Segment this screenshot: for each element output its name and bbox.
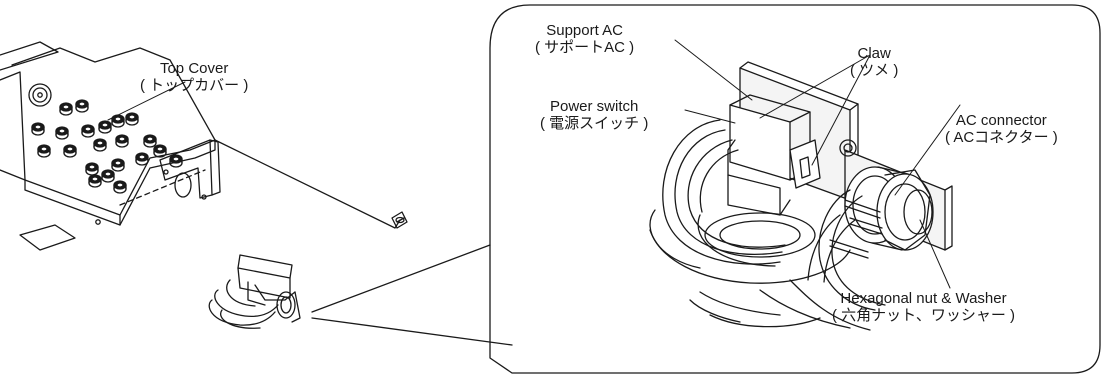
knob bbox=[75, 99, 89, 113]
knob bbox=[125, 112, 139, 126]
knob bbox=[37, 144, 51, 158]
detail-assembly bbox=[649, 61, 953, 331]
ac-connector-label: AC connector ( ACコネクター ) bbox=[945, 112, 1058, 146]
claw-label-en: Claw bbox=[857, 45, 891, 62]
detail-frame bbox=[489, 4, 1101, 374]
knob bbox=[153, 144, 167, 158]
knob bbox=[101, 169, 115, 183]
top-cover-label: Top Cover ( トップカバー ) bbox=[140, 60, 248, 94]
support-ac-label: Support AC ( サポートAC ) bbox=[535, 22, 634, 56]
support-ac-label-en: Support AC bbox=[546, 22, 623, 39]
knob bbox=[88, 174, 102, 188]
knob bbox=[98, 120, 112, 134]
knob bbox=[143, 134, 157, 148]
top-cover-label-jp: ( トップカバー ) bbox=[140, 77, 249, 94]
ac-connector-label-en: AC connector bbox=[955, 112, 1047, 129]
knob bbox=[169, 154, 183, 168]
claw-label: Claw ( ツメ ) bbox=[850, 45, 898, 79]
top-cover-panel bbox=[0, 41, 221, 251]
hex-nut-label: Hexagonal nut & Washer ( 六角ナット、ワッシャー ) bbox=[832, 290, 1015, 324]
knob bbox=[31, 122, 45, 136]
hex-nut-label-en: Hexagonal nut & Washer bbox=[840, 290, 1007, 307]
hex-nut-label-jp: ( 六角ナット、ワッシャー ) bbox=[832, 307, 1016, 324]
knob bbox=[81, 124, 95, 138]
panel-knobs bbox=[31, 99, 183, 194]
power-switch-label-jp: ( 電源スイッチ ) bbox=[540, 115, 649, 132]
small-ac-assembly bbox=[208, 254, 301, 329]
knob bbox=[111, 158, 125, 172]
knob bbox=[85, 162, 99, 176]
knob bbox=[93, 138, 107, 152]
claw-label-jp: ( ツメ ) bbox=[850, 62, 899, 79]
leader-lines bbox=[107, 39, 961, 289]
knob bbox=[55, 126, 69, 140]
top-cover-label-en: Top Cover bbox=[159, 60, 229, 77]
knob bbox=[113, 180, 127, 194]
power-switch-label: Power switch ( 電源スイッチ ) bbox=[540, 98, 648, 132]
knob bbox=[59, 102, 73, 116]
ac-connector-label-jp: ( ACコネクター ) bbox=[945, 129, 1058, 146]
knob bbox=[115, 134, 129, 148]
zoom-lines bbox=[311, 244, 513, 346]
knob bbox=[135, 152, 149, 166]
power-switch-label-en: Power switch bbox=[549, 98, 639, 115]
support-ac-label-jp: ( サポートAC ) bbox=[535, 39, 635, 56]
screw bbox=[214, 139, 408, 229]
knob bbox=[63, 144, 77, 158]
